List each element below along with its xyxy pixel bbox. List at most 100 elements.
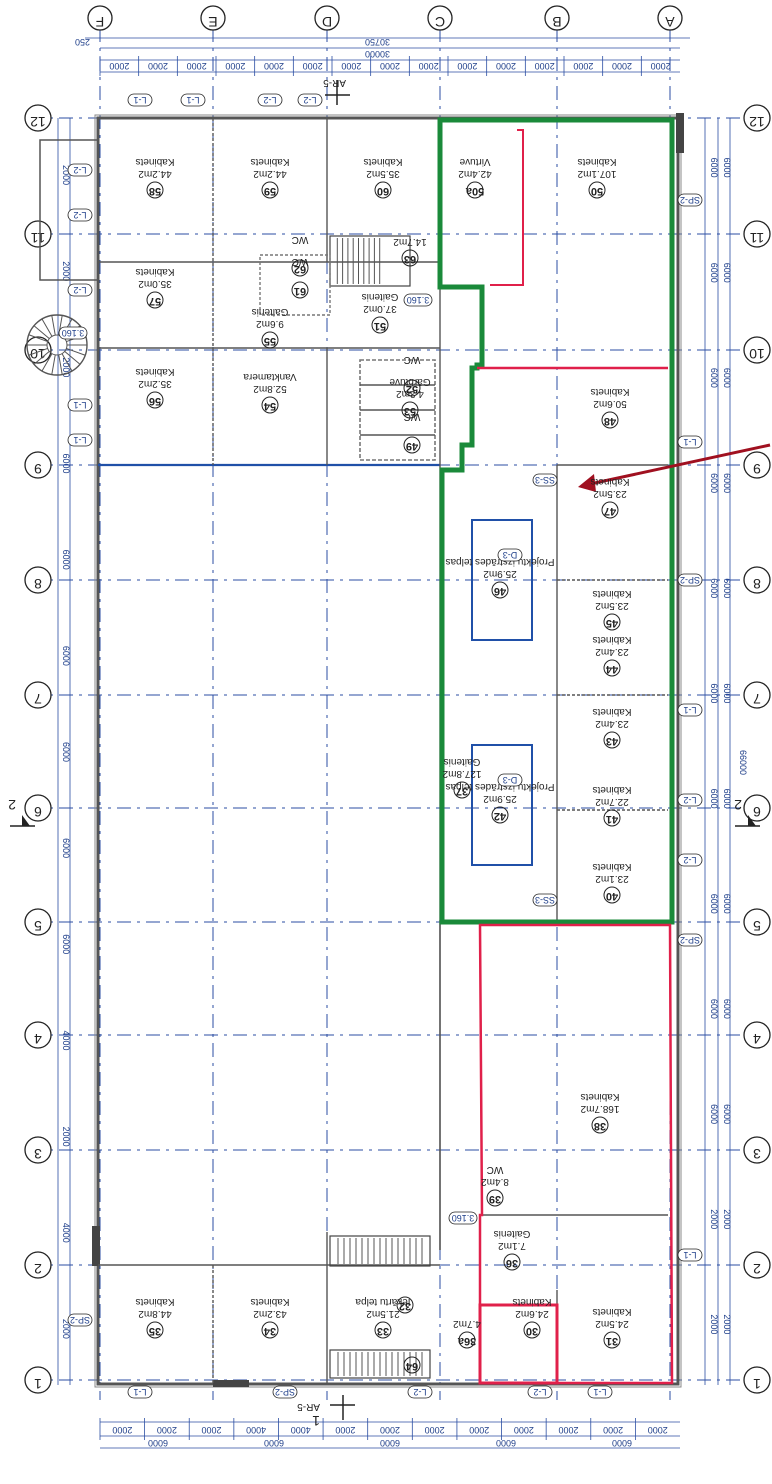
tag-label: 3.160 [407, 295, 430, 305]
room-area: 35.0m2 [138, 278, 172, 289]
tag-label: L-1 [186, 95, 199, 105]
right-total-dim: 66000 [738, 750, 748, 775]
axis-bubble-right-1 [743, 1366, 771, 1394]
tag-shape [67, 163, 93, 177]
tag-label: L-2 [73, 210, 86, 220]
right-segment-dim: 6000 [709, 1104, 719, 1124]
tag-l2: L-2 [407, 1385, 433, 1399]
top-segment-dim: 2000 [148, 61, 168, 71]
axis-bubble-left-1 [24, 1366, 52, 1394]
room-number: 46 [494, 585, 506, 597]
room-name: Gaitenis [494, 1228, 531, 1239]
right-segment-dim: 6000 [709, 894, 719, 914]
room-number: 54 [263, 400, 276, 412]
room-name: Kabinets [593, 588, 632, 599]
room-name: Iekārtu telpa [355, 1296, 410, 1307]
room-name: Vanktamera [243, 371, 297, 382]
room-labels: 5844.2m2Kabinets5944.2m2Kabinets6035.5m2… [136, 156, 632, 1374]
top-segment-dim: 2000 [496, 61, 516, 71]
room-area: 107.1m2 [577, 168, 616, 179]
axis-bubble-left-7 [24, 681, 52, 709]
left-segment-dim: 6000 [61, 454, 71, 474]
tag-h160: 3.160 [403, 293, 433, 307]
top-total-dim: 30750 [365, 37, 390, 47]
room-area: 42.4m2 [458, 168, 492, 179]
tag-l2: L-2 [67, 163, 93, 177]
room-number-circle [371, 316, 389, 334]
room-number: 38 [594, 1120, 606, 1132]
tag-label: L-2 [73, 165, 86, 175]
tag-label: D-3 [503, 550, 518, 560]
bottom-segment-dim: 2000 [335, 1425, 355, 1435]
red-highlight-boundary-small [478, 1303, 559, 1385]
spiral-step [28, 347, 48, 356]
room-number-circle [486, 1189, 504, 1207]
tag-ss3: SS-3 [532, 473, 558, 487]
tag-shape [448, 1211, 478, 1225]
axis-label-left-6: 6 [34, 804, 42, 820]
ar-label-top: AR-5 [323, 77, 346, 88]
room-area: 24.5m2 [595, 1318, 629, 1329]
bottom-segment-dim: 4000 [291, 1425, 311, 1435]
axis-bubble-right-11 [743, 220, 771, 248]
room-number: 33 [377, 1325, 389, 1337]
bottom-sub-dim: 6000 [148, 1438, 168, 1448]
tag-l1: L-1 [677, 1248, 703, 1262]
tag-shape [58, 326, 88, 340]
tag-shape [67, 433, 93, 447]
axis-bubble-b [544, 5, 570, 31]
room-name: Gārbtuve [389, 376, 431, 387]
red-highlight-boundary-kitchen [490, 129, 524, 286]
room-area: 23.5m2 [595, 600, 629, 611]
room-number-circle [261, 1321, 279, 1339]
top-segment-dim: 2000 [109, 61, 129, 71]
room-number-circle [588, 181, 606, 199]
left-segment-dim: 6000 [61, 550, 71, 570]
tag-label: 3.160 [62, 328, 85, 338]
axis-label-right-1: 1 [753, 1376, 761, 1392]
axis-bubble-d [314, 5, 340, 31]
tag-l2: L-2 [257, 93, 283, 107]
bottom-segment-dim: 2000 [157, 1425, 177, 1435]
axis-bubble-a [657, 5, 683, 31]
right-segment-dim: 2000 [709, 1314, 719, 1334]
room-number-circle [466, 181, 484, 199]
room-name: Gaitenis [444, 756, 481, 767]
room-number-circle [403, 436, 421, 454]
room-number-circle [491, 581, 509, 599]
stair-63 [336, 238, 381, 284]
axis-bubble-left-5 [24, 908, 52, 936]
room-number: 61 [294, 285, 306, 297]
tag-shape [677, 435, 703, 449]
exterior-wall-outer [94, 114, 682, 1388]
right-segment-dim-inner: 6000 [722, 789, 732, 809]
top-segment-dim: 2000 [535, 61, 555, 71]
tag-l1: L-1 [67, 398, 93, 412]
tag-shape [67, 283, 93, 297]
top-segment-dim: 2000 [573, 61, 593, 71]
tag-l1: L-1 [677, 703, 703, 717]
room-name: Kabinets [251, 1296, 290, 1307]
left-segment-dim: 2000 [61, 261, 71, 281]
bottom-sub-dim: 6000 [264, 1438, 284, 1448]
tag-label: SP-2 [275, 1387, 295, 1397]
right-segment-dim-inner: 6000 [722, 999, 732, 1019]
room-area: 43.2m2 [253, 1308, 287, 1319]
room-name: WC [292, 234, 309, 245]
room-number-circle [261, 396, 279, 414]
room-area: 35.5m2 [366, 168, 400, 179]
room-number-circle [146, 1321, 164, 1339]
spiral-step [51, 354, 56, 375]
spiral-step [58, 354, 63, 375]
room-name: Gaitenis [362, 291, 399, 302]
bottom-segment-dim: 2000 [469, 1425, 489, 1435]
axis-label-left-1: 1 [34, 1376, 42, 1392]
tag-l2: L-2 [527, 1385, 553, 1399]
